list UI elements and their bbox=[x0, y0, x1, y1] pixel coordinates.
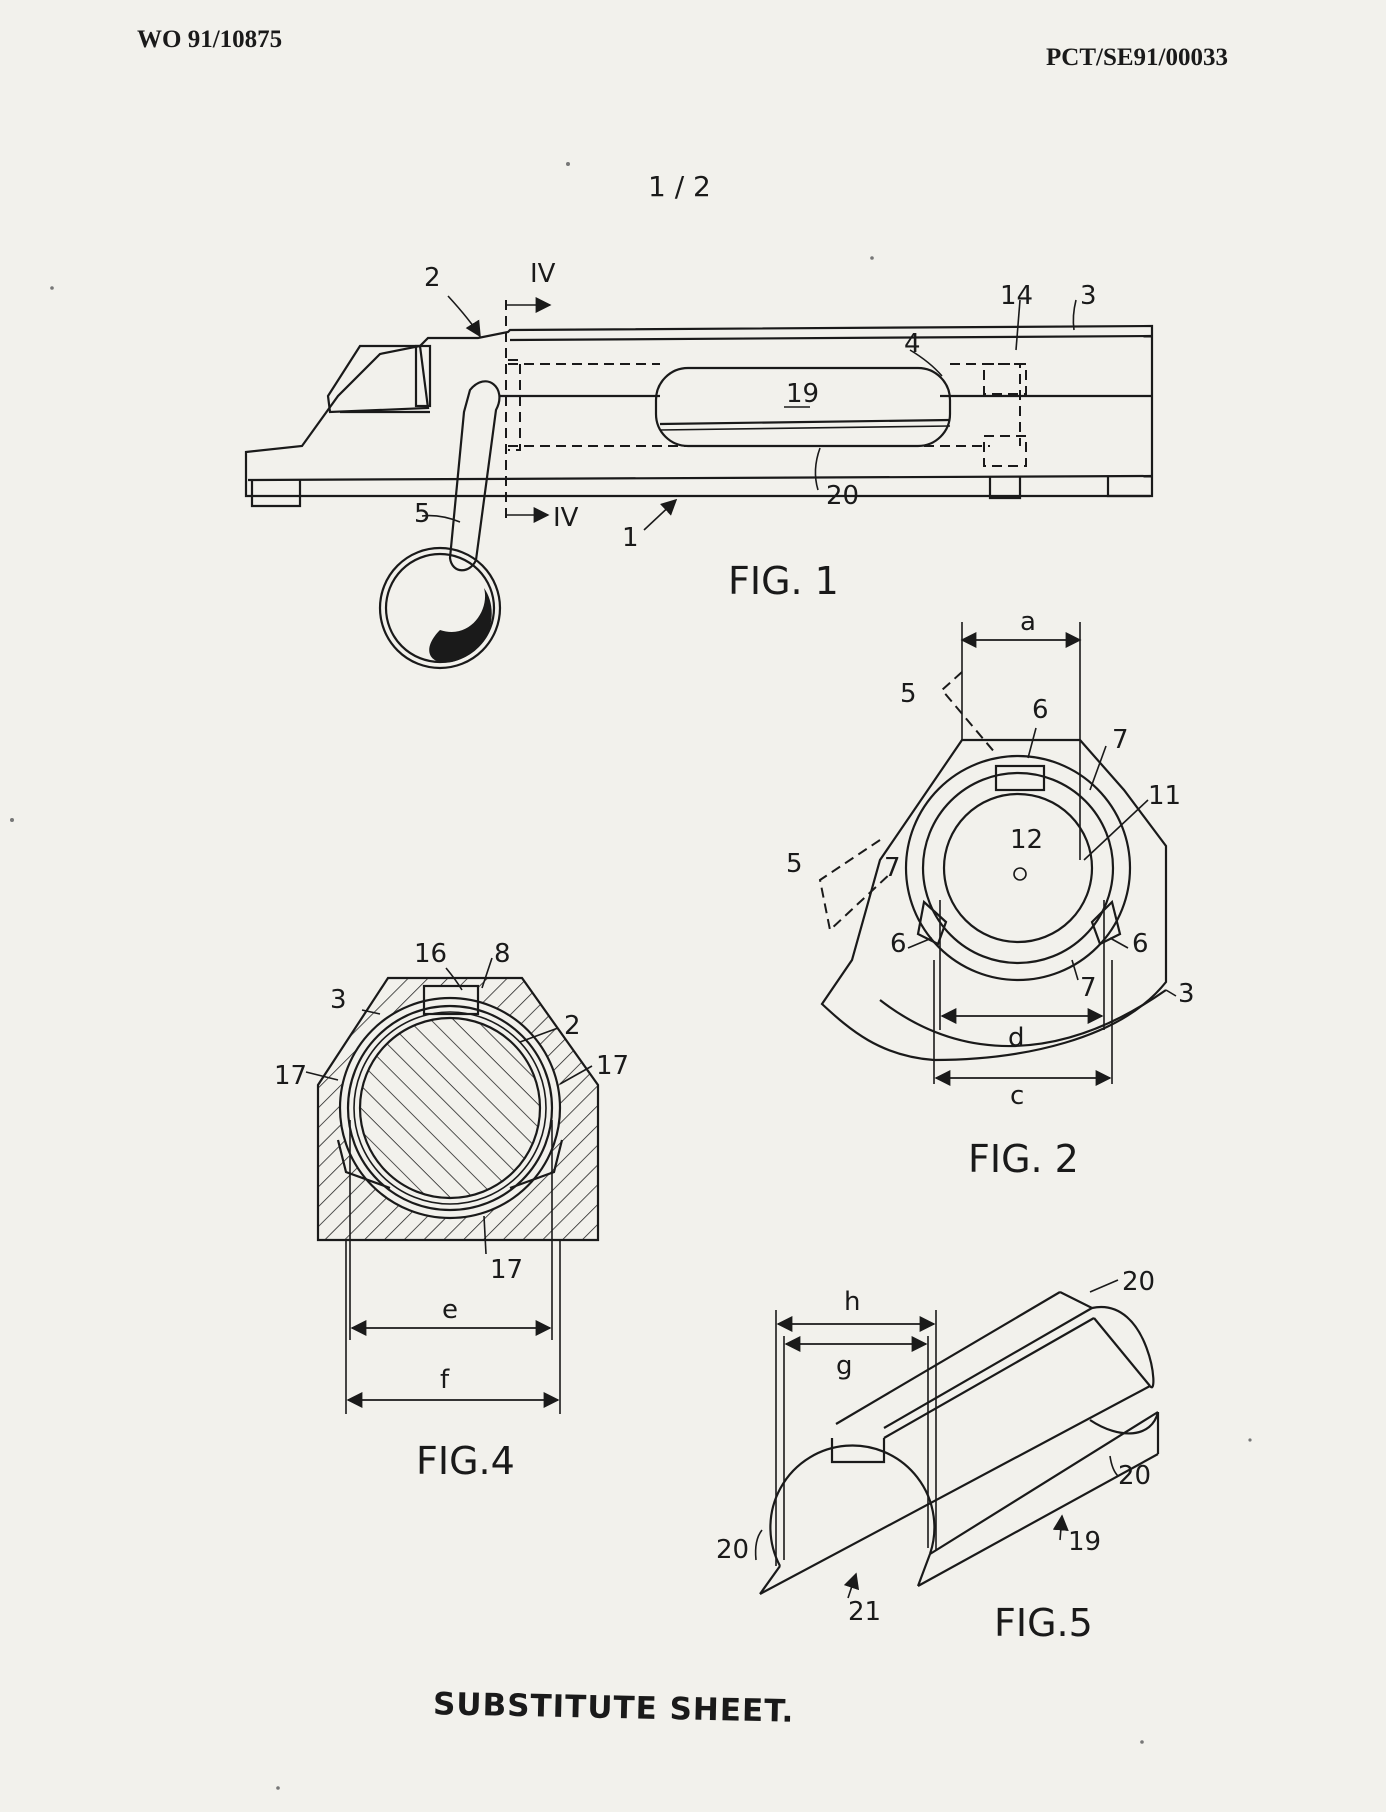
fig4-label-8: 8 bbox=[494, 939, 511, 969]
fig1-label-5: 5 bbox=[414, 499, 431, 529]
fig2-label-6-left: 6 bbox=[890, 929, 907, 959]
fig4-label-17-bottom: 17 bbox=[490, 1255, 523, 1285]
fig4-label-f: f bbox=[440, 1365, 450, 1395]
fig2-label-c: c bbox=[1010, 1081, 1024, 1111]
fig1-label-2: 2 bbox=[424, 263, 441, 293]
application-number: PCT/SE91/00033 bbox=[1046, 44, 1228, 71]
fig4-label-17-left: 17 bbox=[274, 1061, 307, 1091]
fig4-label-16: 16 bbox=[414, 939, 447, 969]
fig5-label-21: 21 bbox=[848, 1597, 881, 1627]
fig4-title: FIG.4 bbox=[416, 1439, 515, 1483]
fig2-label-11: 11 bbox=[1148, 781, 1181, 811]
page-indicator: 1 / 2 bbox=[648, 170, 711, 203]
fig2-label-7-top: 7 bbox=[1112, 725, 1129, 755]
fig4-label-e: e bbox=[442, 1295, 458, 1325]
fig2-label-5-left: 5 bbox=[786, 849, 803, 879]
fig4-label-17-right: 17 bbox=[596, 1051, 629, 1081]
fig2-label-7-bottom: 7 bbox=[1080, 973, 1097, 1003]
fig1-label-4: 4 bbox=[904, 329, 921, 359]
figure-5: h g 20 20 19 20 21 FIG.5 bbox=[716, 1267, 1160, 1645]
fig5-label-g: g bbox=[836, 1351, 853, 1381]
fig2-label-5-top: 5 bbox=[900, 679, 917, 709]
fig1-label-3: 3 bbox=[1080, 281, 1097, 311]
fig2-label-a: a bbox=[1020, 607, 1036, 637]
fig2-label-12: 12 bbox=[1010, 825, 1043, 855]
fig4-label-3: 3 bbox=[330, 985, 347, 1015]
fig5-label-h: h bbox=[844, 1287, 860, 1317]
fig1-label-1: 1 bbox=[622, 523, 639, 553]
fig5-title: FIG.5 bbox=[994, 1601, 1093, 1645]
fig2-label-3: 3 bbox=[1178, 979, 1195, 1009]
fig5-label-20-right: 20 bbox=[1118, 1461, 1151, 1491]
fig5-label-19: 19 bbox=[1068, 1527, 1101, 1557]
figure-4: 16 8 3 2 17 17 17 e f FIG.4 bbox=[274, 939, 629, 1483]
fig5-label-20-top: 20 bbox=[1122, 1267, 1155, 1297]
fig1-section-marker-bottom: IV bbox=[553, 503, 579, 533]
figure-1: 2 IV IV 14 3 4 19 20 5 1 FIG. 1 bbox=[244, 259, 1154, 670]
fig2-label-6-right: 6 bbox=[1132, 929, 1149, 959]
fig1-title: FIG. 1 bbox=[728, 559, 839, 603]
fig4-label-2: 2 bbox=[564, 1011, 581, 1041]
fig1-label-14: 14 bbox=[1000, 281, 1033, 311]
figure-2: a 5 6 7 11 12 5 7 6 6 7 3 d c FIG. 2 bbox=[786, 607, 1195, 1181]
fig2-label-6-top: 6 bbox=[1032, 695, 1049, 725]
fig2-label-d: d bbox=[1008, 1023, 1025, 1053]
fig1-label-19: 19 bbox=[786, 379, 819, 409]
fig1-label-20: 20 bbox=[826, 481, 859, 511]
fig2-label-7-left: 7 bbox=[884, 853, 901, 883]
fig1-section-marker-top: IV bbox=[530, 259, 556, 289]
fig5-label-20-left: 20 bbox=[716, 1535, 749, 1565]
footer-substitute-sheet: SUBSTITUTE SHEET. bbox=[432, 1686, 795, 1730]
fig2-title: FIG. 2 bbox=[968, 1137, 1079, 1181]
document-number: WO 91/10875 bbox=[137, 26, 283, 53]
